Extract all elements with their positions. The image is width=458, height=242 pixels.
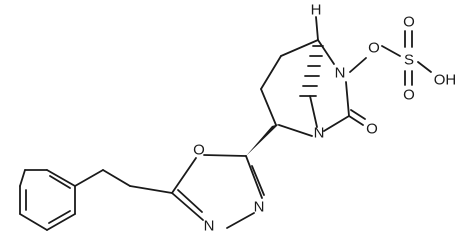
bond-linker-3 <box>129 185 173 194</box>
bond-ar-4 <box>46 213 76 231</box>
bicyclic-core <box>246 16 366 156</box>
bond-o-s <box>381 45 401 57</box>
bond-carbonyl-b <box>350 109 366 120</box>
bond-ox-3-double <box>251 165 265 196</box>
bond-core-1 <box>260 88 277 126</box>
bond-core-7 <box>278 124 313 137</box>
wedge-bond-stereo <box>246 124 279 156</box>
bond-ox-4 <box>226 212 255 229</box>
atom-o-sulfonyl-top: O <box>403 14 415 31</box>
atom-oh: OH <box>434 72 457 89</box>
atom-o-sulfonyl-bottom: O <box>403 87 415 104</box>
bond-linker-1 <box>74 169 104 187</box>
bond-n-o <box>349 57 367 73</box>
bond-ar-5 <box>19 213 48 231</box>
hashed-bridge-bond <box>299 45 324 97</box>
bond-ar-double-2 <box>48 210 71 224</box>
benzene-ring <box>19 169 76 231</box>
bond-ox-5 <box>171 192 204 221</box>
atom-h: H <box>311 2 322 19</box>
atom-n-ring-left: N <box>204 218 215 235</box>
bond-ar-2 <box>46 169 76 187</box>
bond-ox-3 <box>245 155 263 199</box>
atom-s: S <box>404 52 414 69</box>
bond-core-3 <box>280 39 319 57</box>
bond-core-6 <box>323 115 350 132</box>
atom-n-bridge: N <box>314 125 325 142</box>
bond-carbonyl-a <box>348 115 364 126</box>
bond-ox-5-double <box>177 189 203 213</box>
bond-ar-double-1 <box>49 175 71 189</box>
bond-ox-2 <box>203 154 247 157</box>
bond-linker-2 <box>102 169 131 187</box>
atom-n-ring-right: N <box>254 199 265 216</box>
atom-o-ring: O <box>193 142 205 159</box>
bond-core-h <box>315 16 319 41</box>
atom-o-carbonyl: O <box>366 121 378 138</box>
bond-core-5 <box>345 81 350 117</box>
bond-ox-1 <box>171 157 197 194</box>
atom-n-amide: N <box>335 65 346 82</box>
bond-ar-7 <box>19 169 26 187</box>
bond-core-4 <box>317 39 335 65</box>
bond-s-oh <box>417 61 432 73</box>
bond-bridge-lower <box>309 95 318 128</box>
atom-o-ester: O <box>368 40 380 57</box>
bond-core-2 <box>260 55 282 90</box>
oxadiazole-ring <box>171 154 265 229</box>
sulfooxy-group <box>349 30 432 86</box>
